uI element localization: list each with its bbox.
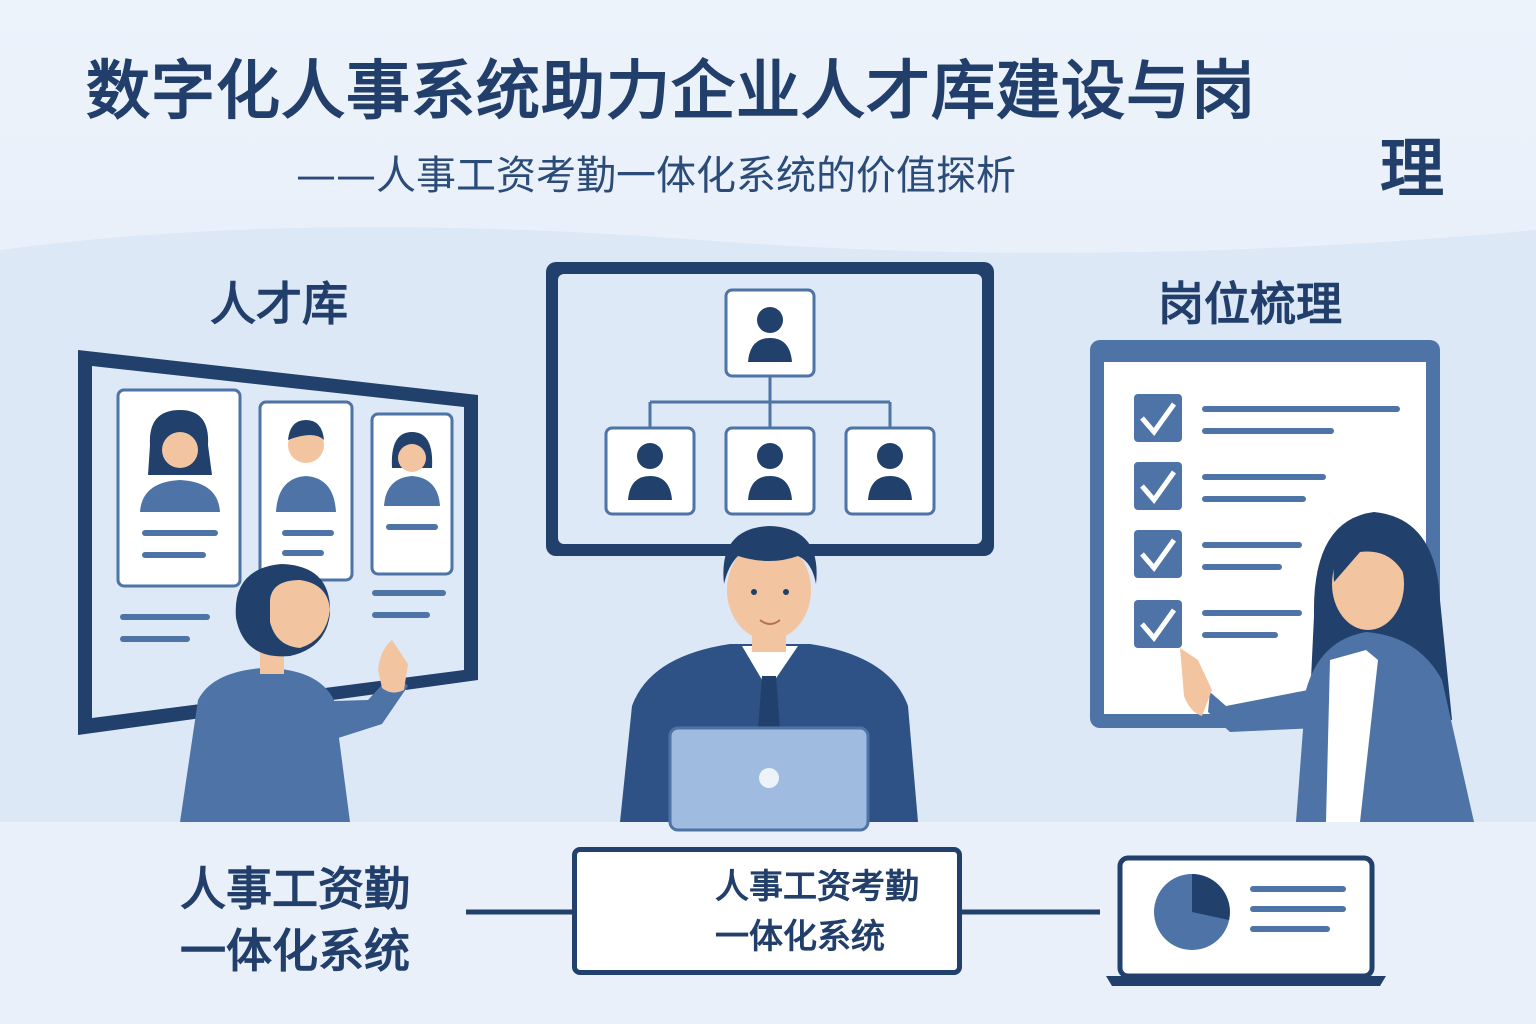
checkbox-item [1134, 394, 1400, 442]
talent-pool-label: 人才库 [210, 277, 348, 331]
org-node [724, 426, 816, 516]
bottom-left-label-line1: 人事工资勤 [180, 862, 410, 916]
page-title-continuation: 理 [1380, 133, 1444, 207]
org-node-top [724, 288, 816, 378]
profile-card [370, 412, 454, 576]
checkbox-item [1134, 600, 1302, 648]
profile-card [258, 400, 354, 582]
checkbox-item [1134, 530, 1302, 578]
org-chart-monitor [546, 262, 994, 556]
bottom-left-label-line2: 一体化系统 [180, 924, 410, 978]
page-subtitle: ——人事工资考勤一体化系统的价值探析 [296, 153, 1016, 199]
man-at-laptop [620, 526, 918, 832]
woman-pointing-left [180, 564, 408, 822]
woman-pointing-right [1180, 512, 1474, 822]
system-box-label-line2: 一体化系统 [715, 917, 885, 957]
talent-pool-board [78, 350, 478, 735]
checkbox-item [1134, 462, 1326, 510]
system-box [572, 847, 962, 975]
profile-card [116, 388, 242, 588]
bottom-left-label: 人事工资勤 一体化系统 [180, 858, 410, 982]
pie-chart-laptop-icon [1106, 855, 1386, 986]
position-review-label: 岗位梳理 [1158, 277, 1342, 331]
system-box-label-line1: 人事工资考勤 [715, 867, 919, 907]
system-box-label: 人事工资考勤 一体化系统 [715, 862, 919, 962]
org-node [604, 426, 696, 516]
page-title: 数字化人事系统助力企业人才库建设与岗 [86, 55, 1256, 129]
org-node [844, 426, 936, 516]
